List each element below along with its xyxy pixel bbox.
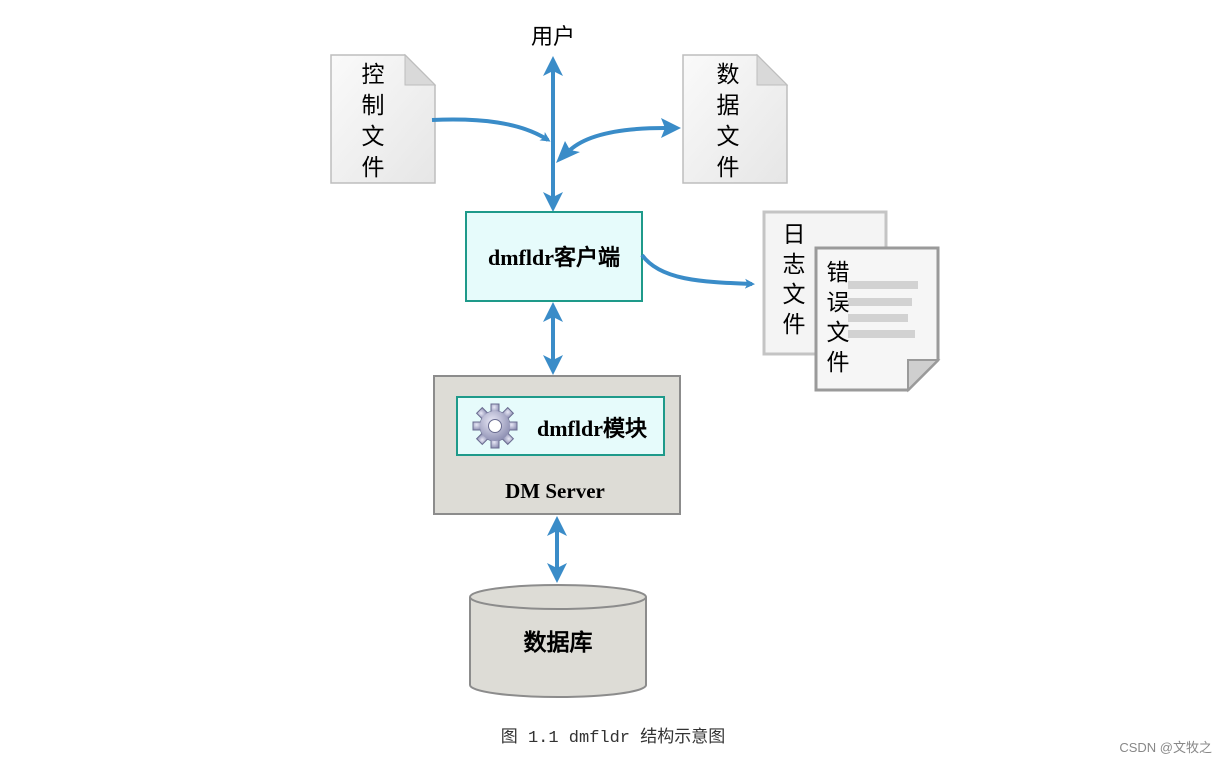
client-log-arrow xyxy=(640,253,755,289)
control-file-char-2: 制 xyxy=(362,93,385,119)
gear-icon xyxy=(472,403,518,449)
module-box-label: dmfldr模块 xyxy=(537,416,648,441)
log-file-char-3: 文 xyxy=(783,282,806,308)
data-file-char-3: 文 xyxy=(717,124,740,150)
user-label: 用户 xyxy=(531,25,575,50)
control-file-char-1: 控 xyxy=(362,62,385,88)
data-file-document: 数 据 文 件 xyxy=(682,53,789,184)
log-file-char-1: 日 xyxy=(783,222,806,248)
error-file-document: 错 误 文 件 xyxy=(814,246,941,393)
server-label: DM Server xyxy=(505,479,605,503)
data-file-char-4: 件 xyxy=(717,155,740,181)
error-file-char-2: 误 xyxy=(827,290,850,316)
control-file-char-4: 件 xyxy=(362,155,385,181)
error-file-char-4: 件 xyxy=(827,350,850,376)
client-server-arrow xyxy=(543,302,563,375)
control-file-char-3: 文 xyxy=(362,124,385,150)
data-file-arrow xyxy=(556,118,681,163)
control-file-document: 控 制 文 件 xyxy=(330,53,437,184)
data-file-char-1: 数 xyxy=(717,62,740,88)
log-file-char-4: 件 xyxy=(783,312,806,338)
client-box-label: dmfldr客户端 xyxy=(488,245,620,270)
server-database-arrow xyxy=(547,516,567,583)
watermark: CSDN @文牧之 xyxy=(1119,740,1212,755)
data-file-char-2: 据 xyxy=(717,93,740,119)
figure-caption: 图 1.1 dmfldr 结构示意图 xyxy=(500,729,726,748)
log-file-char-2: 志 xyxy=(783,252,806,278)
dm-server-box: dmfldr模块 DM Server xyxy=(433,375,681,515)
error-file-char-1: 错 xyxy=(827,260,850,286)
error-file-char-3: 文 xyxy=(827,320,850,346)
database-label: 数据库 xyxy=(524,630,593,656)
user-client-arrow xyxy=(543,56,563,212)
control-file-arrow xyxy=(431,117,551,142)
database-cylinder: 数据库 xyxy=(469,584,647,698)
client-box: dmfldr客户端 xyxy=(465,211,643,302)
